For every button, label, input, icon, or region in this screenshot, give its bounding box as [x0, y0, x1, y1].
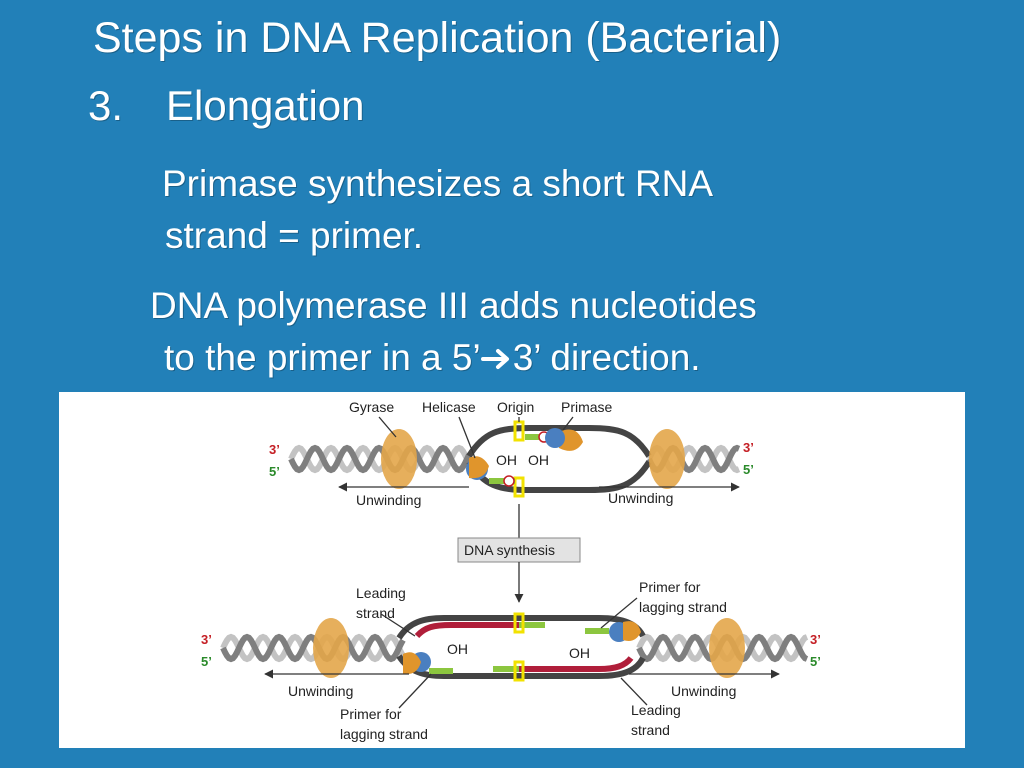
- parent-strand-top-upper: [466, 425, 652, 458]
- label-line: Leading: [356, 585, 406, 601]
- step-heading: 3. Elongation: [88, 82, 365, 130]
- helix-back-strand: [288, 444, 472, 474]
- replication-diagram: 3’ 5’ 3’ 5’ Gyrase Helicase Origin Prima…: [201, 399, 821, 742]
- dna-synthesis-label: DNA synthesis: [464, 542, 555, 558]
- helix-bottom-left: [220, 633, 406, 663]
- end-label-bottom-left-5: 5’: [201, 654, 212, 669]
- rna-primer-bottom-lower: [493, 666, 519, 672]
- step-title: Elongation: [166, 82, 365, 129]
- helix-back-strand: [220, 633, 406, 663]
- primase-line-1: Primase synthesizes a short RNA: [162, 163, 714, 204]
- end-label-top-right-5: 5’: [743, 462, 754, 477]
- polymerase-line-1: DNA polymerase III adds nucleotides: [150, 285, 757, 326]
- gyrase-top-right: [649, 429, 685, 489]
- gyrase-label: Gyrase: [349, 399, 394, 415]
- label-line: lagging strand: [639, 599, 727, 615]
- primase-pointer: [562, 416, 574, 431]
- polymerase-line-2-end: 3’ direction.: [512, 337, 701, 378]
- primer-end-marker-top-lower: [503, 475, 515, 487]
- polymerase-line-2: to the primer in a 5’ 3’ direction.: [150, 332, 757, 384]
- end-label-top-left-5: 5’: [269, 464, 280, 479]
- end-label-bottom-left-3: 3’: [201, 632, 212, 647]
- primer-lagging-pointer-right: [600, 597, 638, 629]
- primase-paragraph: Primase synthesizes a short RNA strand =…: [162, 158, 713, 262]
- primase-subunit-top-upper: [545, 428, 565, 448]
- helicase-pointer: [458, 416, 476, 459]
- primer-lagging-label-left: Primer for lagging strand: [340, 706, 428, 742]
- oh-label-bottom-right: OH: [569, 645, 590, 661]
- polymerase-line-2-start: to the primer in a 5’: [164, 337, 481, 378]
- rna-primer-lagging-left: [429, 668, 453, 674]
- rna-primer-bottom-upper: [519, 622, 545, 628]
- leading-strand-pointer-left: [380, 613, 416, 637]
- helix-front-strand: [288, 444, 472, 474]
- gyrase-pointer: [378, 416, 397, 438]
- label-line: Primer for: [340, 706, 402, 722]
- origin-label: Origin: [497, 399, 534, 415]
- oh-label-top-left: OH: [496, 452, 517, 468]
- primase-top-upper: [559, 429, 583, 451]
- unwinding-label-top-right: Unwinding: [608, 490, 673, 506]
- primer-lagging-pointer-left: [398, 673, 432, 709]
- right-arrow-icon: [480, 349, 509, 369]
- end-label-bottom-right-5: 5’: [810, 654, 821, 669]
- primase-bottom-left: [403, 652, 421, 675]
- origin-marker-bottom-upper: [513, 612, 525, 634]
- leading-strand-new-lower: [519, 656, 634, 672]
- leading-strand-pointer-right: [620, 677, 648, 706]
- rna-primer-lagging-right: [585, 628, 609, 634]
- oh-label-top-right: OH: [528, 452, 549, 468]
- origin-marker-top-lower: [513, 476, 525, 498]
- primase-bottom-right: [623, 621, 641, 641]
- label-line: lagging strand: [340, 726, 428, 742]
- end-label-bottom-right-3: 3’: [810, 632, 821, 647]
- label-line: Primer for: [639, 579, 701, 595]
- primase-label: Primase: [561, 399, 613, 415]
- label-line: strand: [631, 722, 670, 738]
- step-number: 3.: [88, 82, 124, 129]
- leading-strand-new-upper: [414, 622, 519, 639]
- helicase-label: Helicase: [422, 399, 476, 415]
- primase-top-lower: [469, 456, 489, 479]
- end-label-top-left-3: 3’: [269, 442, 280, 457]
- end-label-top-right-3: 3’: [743, 440, 754, 455]
- unwinding-label-bottom-left: Unwinding: [288, 683, 353, 699]
- leading-strand-label-right: Leading strand: [631, 702, 681, 738]
- gyrase-top-left: [381, 429, 417, 489]
- dna-synthesis-box: [457, 537, 581, 563]
- rna-primer-top-lower: [489, 478, 515, 484]
- origin-marker-bottom-lower: [513, 660, 525, 682]
- parent-strand-top-lower: [466, 460, 652, 493]
- primer-lagging-label-right: Primer for lagging strand: [639, 579, 727, 615]
- helix-top-left: [288, 444, 472, 474]
- gyrase-bottom-right: [709, 618, 745, 678]
- label-line: Leading: [631, 702, 681, 718]
- helix-front-strand: [220, 633, 406, 663]
- polymerase-paragraph: DNA polymerase III adds nucleotides to t…: [150, 280, 757, 384]
- slide-title: Steps in DNA Replication (Bacterial): [93, 14, 782, 62]
- gyrase-bottom-left: [313, 618, 349, 678]
- oh-label-bottom-left: OH: [447, 641, 468, 657]
- primase-line-2: strand = primer.: [165, 215, 424, 256]
- unwinding-label-top-left: Unwinding: [356, 492, 421, 508]
- unwinding-label-bottom-right: Unwinding: [671, 683, 736, 699]
- replication-figure: 3’ 5’ 3’ 5’ Gyrase Helicase Origin Prima…: [59, 392, 965, 748]
